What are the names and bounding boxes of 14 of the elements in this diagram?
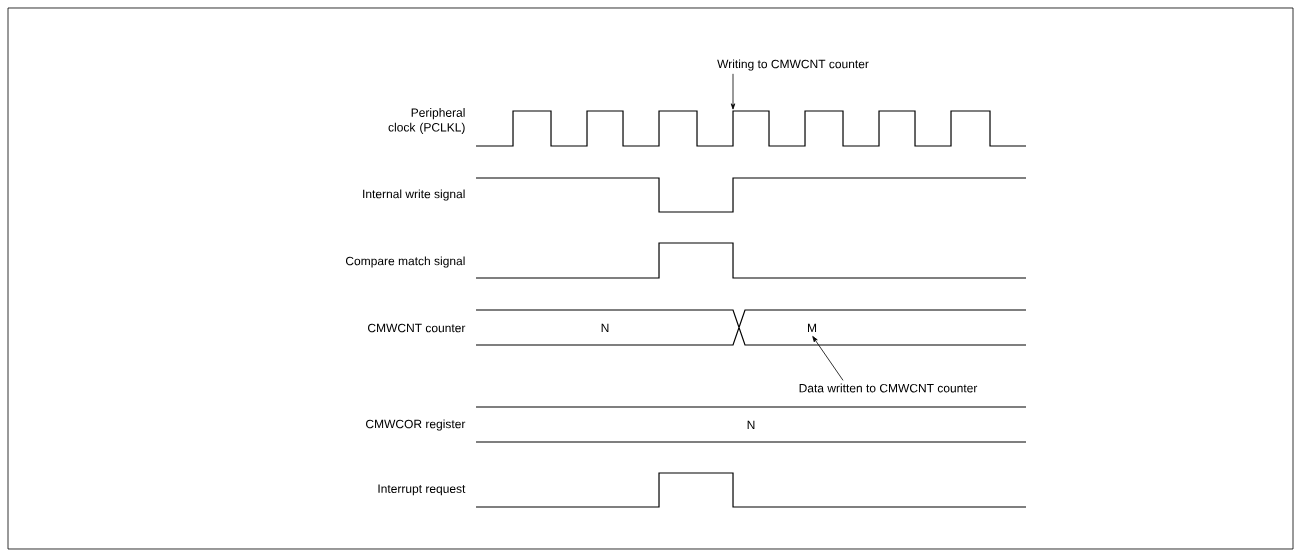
- bus-value-label: N: [601, 323, 609, 333]
- annotation-text: Writing to CMWCNT counter: [717, 59, 869, 71]
- arrow: [812, 336, 844, 381]
- bus-value-label: N: [747, 420, 755, 430]
- clock-waveform: [475, 110, 1027, 147]
- signal-label: Internal write signal: [363, 189, 465, 201]
- annotation-text: Data written to CMWCNT counter: [799, 383, 978, 393]
- signal-label: CMWCOR register: [366, 419, 466, 431]
- signal-label: CMWCNT counter: [368, 323, 466, 333]
- signal-label: Interrupt request: [378, 484, 466, 496]
- bus-value-label: M: [808, 323, 817, 333]
- signal-label: Peripheral clock (PCLKL): [388, 108, 465, 134]
- arrow: [730, 73, 736, 110]
- signal-label: Compare match signal: [345, 256, 465, 268]
